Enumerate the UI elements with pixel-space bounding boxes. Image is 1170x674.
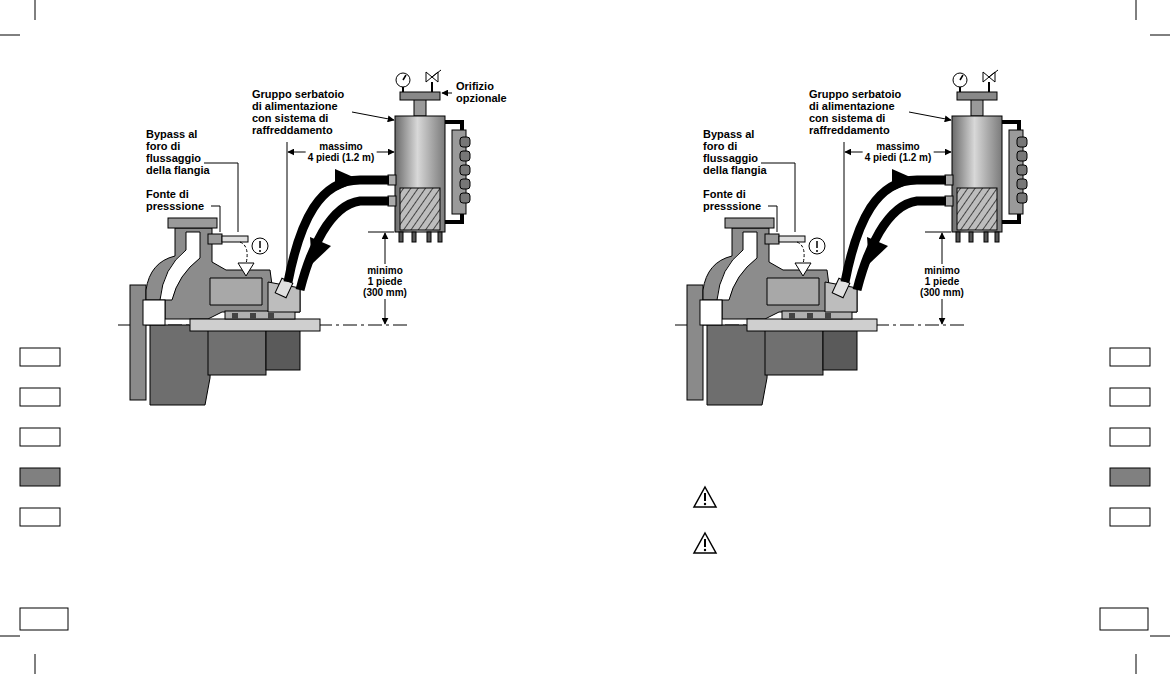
dimension-label: massimo 4 piedi (1.2 m) bbox=[306, 140, 377, 164]
text-line: foro di bbox=[146, 140, 210, 152]
text-line: (300 mm) bbox=[363, 287, 407, 298]
text-line: di alimentazione bbox=[809, 100, 901, 112]
warning-symbol bbox=[694, 533, 716, 553]
text-line: della flangia bbox=[146, 164, 210, 176]
text-line: minimo bbox=[920, 265, 964, 276]
section-tabs bbox=[20, 348, 1150, 630]
text-line: massimo bbox=[308, 141, 375, 152]
callout-label: Gruppo serbatoio di alimentazione con si… bbox=[252, 88, 344, 136]
callout-label: Orifizio opzionale bbox=[456, 80, 507, 104]
text-line: Gruppo serbatoio bbox=[809, 88, 901, 100]
text-line: Orifizio bbox=[456, 80, 507, 92]
text-line: di alimentazione bbox=[252, 100, 344, 112]
text-line: Bypass al bbox=[703, 128, 767, 140]
text-line: massimo bbox=[865, 141, 932, 152]
text-line: opzionale bbox=[456, 92, 507, 104]
callout-label: Fonte di presssione bbox=[146, 188, 204, 212]
callout-label: Bypass al foro di flussaggio della flang… bbox=[146, 128, 210, 176]
pump-diagram-left bbox=[118, 70, 470, 405]
text-line: flussaggio bbox=[146, 152, 210, 164]
text-line: raffreddamento bbox=[252, 124, 344, 136]
text-line: (300 mm) bbox=[920, 287, 964, 298]
text-line: Fonte di bbox=[703, 188, 761, 200]
text-line: Gruppo serbatoio bbox=[252, 88, 344, 100]
text-line: raffreddamento bbox=[809, 124, 901, 136]
text-line: 4 piedi (1.2 m) bbox=[308, 152, 375, 163]
pump-diagram-right bbox=[675, 70, 1027, 405]
callout-label: Gruppo serbatoio di alimentazione con si… bbox=[809, 88, 901, 136]
text-line: presssione bbox=[703, 200, 761, 212]
warning-symbol bbox=[694, 487, 716, 507]
text-line: flussaggio bbox=[703, 152, 767, 164]
text-line: foro di bbox=[703, 140, 767, 152]
text-line: della flangia bbox=[703, 164, 767, 176]
dimension-label: minimo 1 piede (300 mm) bbox=[918, 264, 966, 299]
callout-label: Fonte di presssione bbox=[703, 188, 761, 212]
leader-line bbox=[442, 93, 452, 94]
callout-label: Bypass al foro di flussaggio della flang… bbox=[703, 128, 767, 176]
text-line: Bypass al bbox=[146, 128, 210, 140]
dimension-label: minimo 1 piede (300 mm) bbox=[361, 264, 409, 299]
dimension-label: massimo 4 piedi (1.2 m) bbox=[863, 140, 934, 164]
text-line: 4 piedi (1.2 m) bbox=[865, 152, 932, 163]
text-line: con sistema di bbox=[809, 112, 901, 124]
text-line: Fonte di bbox=[146, 188, 204, 200]
text-line: 1 piede bbox=[920, 276, 964, 287]
text-line: 1 piede bbox=[363, 276, 407, 287]
text-line: minimo bbox=[363, 265, 407, 276]
text-line: con sistema di bbox=[252, 112, 344, 124]
text-line: presssione bbox=[146, 200, 204, 212]
